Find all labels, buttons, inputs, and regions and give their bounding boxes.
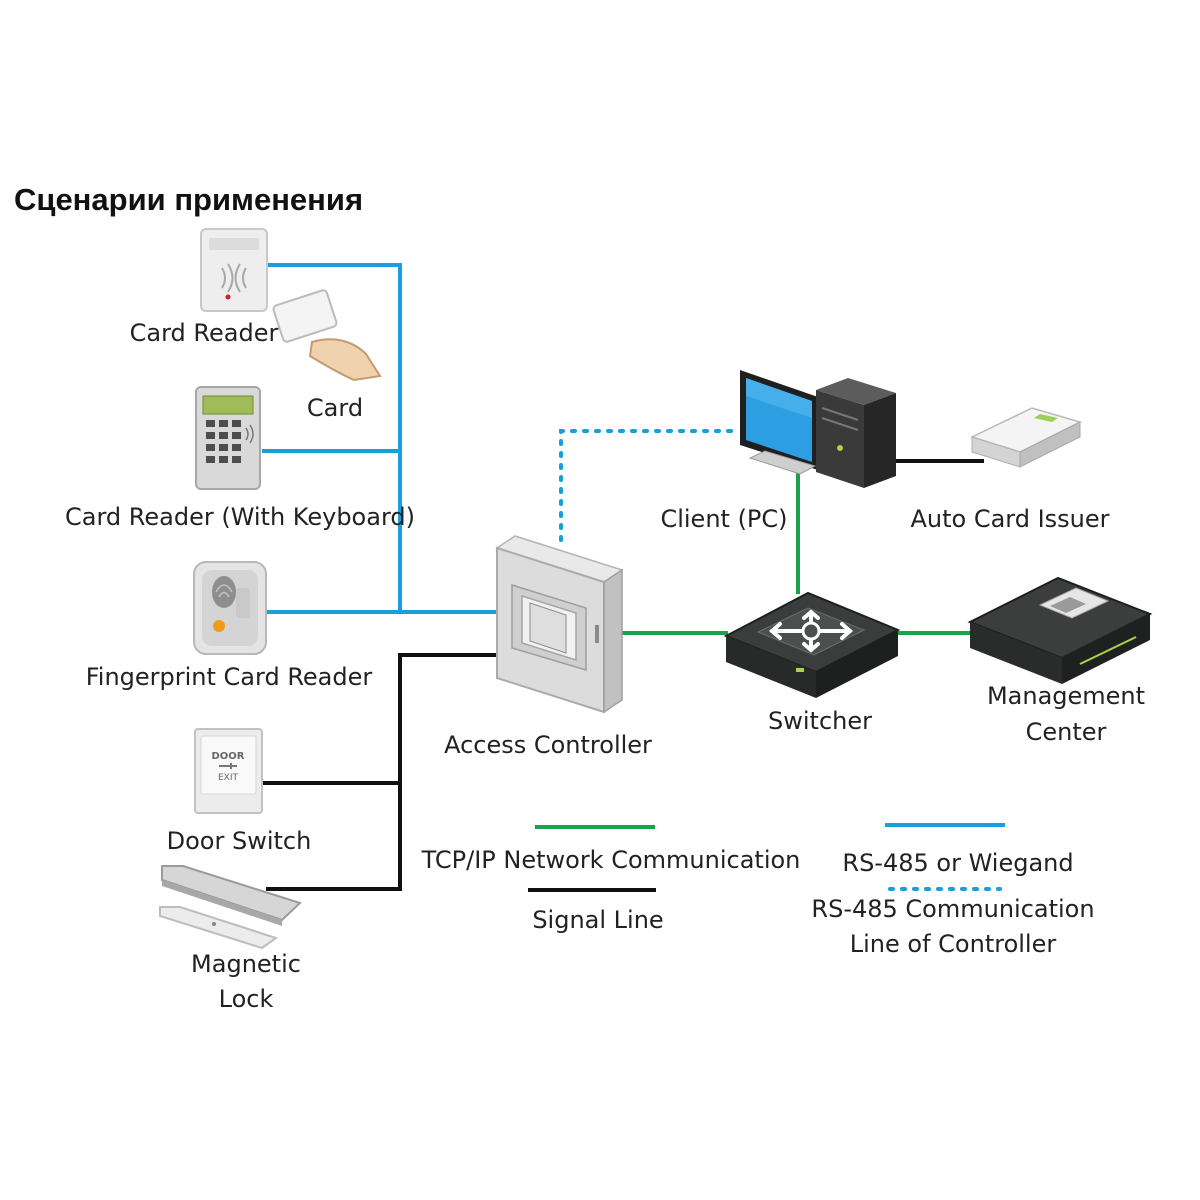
card-reader-connection	[268, 263, 402, 612]
signal-lines	[262, 459, 984, 891]
legend: TCP/IP Network Communication Signal Line…	[421, 823, 1095, 958]
access-controller-label: Access Controller	[444, 731, 652, 759]
rs485-wiegand-lines	[262, 263, 497, 614]
switcher-device	[723, 591, 901, 698]
door-switch-plate-text-door: DOOR	[211, 751, 244, 762]
card-reader-device	[200, 228, 268, 312]
card-reader-label: Card Reader	[130, 319, 279, 347]
card-in-hand	[272, 289, 382, 382]
fingerprint-reader-device	[193, 561, 267, 655]
door-switch-label: Door Switch	[167, 827, 312, 855]
card-reader-keyboard-label: Card Reader (With Keyboard)	[65, 503, 415, 531]
management-center-device	[967, 576, 1153, 684]
auto-card-issuer-device	[969, 407, 1083, 468]
fingerprint-reader-label: Fingerprint Card Reader	[86, 663, 373, 691]
tcpip-lines	[622, 468, 970, 635]
management-center-label-line1: Management	[987, 682, 1145, 710]
auto-card-issuer-label: Auto Card Issuer	[910, 505, 1109, 533]
keyboard-card-reader-device	[195, 386, 261, 490]
magnetic-lock-device	[159, 865, 302, 950]
magnetic-lock-label-line1: Magnetic	[191, 950, 301, 978]
rs485-controller-dotted-line	[559, 429, 740, 542]
access-controller-device	[495, 535, 624, 714]
legend-rs485-controller-label-line1: RS-485 Communication	[811, 895, 1094, 923]
door-switch-plate-text-exit: EXIT	[218, 773, 239, 783]
legend-signal-label: Signal Line	[532, 906, 663, 934]
switcher-label: Switcher	[768, 707, 872, 735]
management-center-label-line2: Center	[1026, 718, 1107, 746]
legend-rs485-wiegand-label: RS-485 or Wiegand	[842, 849, 1073, 877]
legend-rs485-controller-label-line2: Line of Controller	[850, 930, 1057, 958]
card-label: Card	[307, 394, 363, 422]
page-title: Сценарии применения	[14, 182, 364, 217]
client-pc-device	[740, 370, 896, 488]
controller-signal-trunk	[266, 653, 497, 891]
door-switch-device: DOOR EXIT	[194, 728, 263, 814]
client-pc-label: Client (PC)	[660, 505, 787, 533]
legend-tcpip-label: TCP/IP Network Communication	[421, 846, 801, 874]
magnetic-lock-label-line2: Lock	[219, 985, 274, 1013]
